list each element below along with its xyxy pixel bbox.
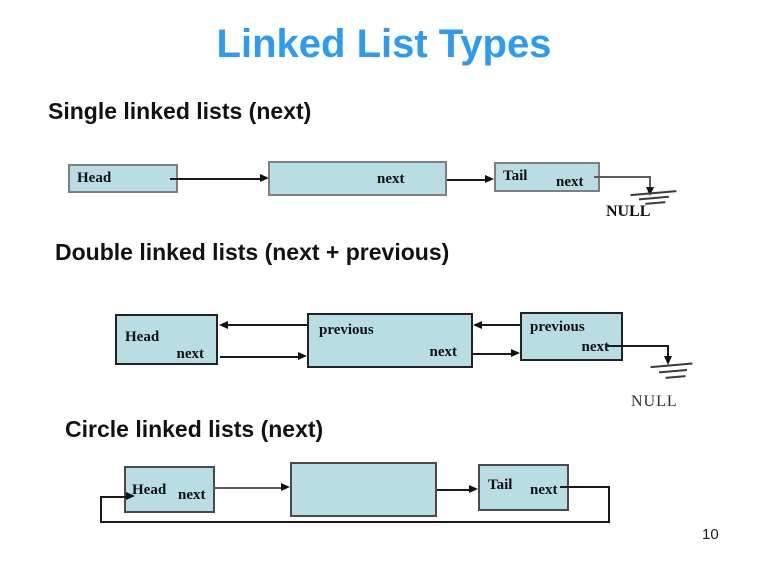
page-number: 10 bbox=[702, 526, 719, 543]
single-node-next-label: next bbox=[377, 171, 405, 187]
single-arrow2-line bbox=[447, 179, 487, 181]
double-tail-next-label: next bbox=[581, 339, 610, 355]
single-middle-node: next bbox=[268, 161, 447, 196]
circle-arrow1-line bbox=[213, 487, 283, 489]
circle-tail-node: Tail next bbox=[478, 464, 569, 511]
double-prev-arrow2-line bbox=[481, 324, 520, 326]
single-arrow1-line bbox=[170, 178, 263, 180]
double-next-arrow1-head-icon bbox=[298, 352, 307, 360]
single-arrow1-head-icon bbox=[260, 174, 269, 182]
double-node-next-label: next bbox=[429, 344, 458, 360]
single-null-line-h bbox=[594, 176, 651, 178]
heading-double-linked-lists: Double linked lists (next + previous) bbox=[55, 239, 450, 265]
circle-head-next-label: next bbox=[178, 487, 206, 503]
double-node-previous-label: previous bbox=[319, 322, 374, 338]
heading-single-linked-lists: Single linked lists (next) bbox=[48, 98, 312, 124]
circle-tail-label: Tail bbox=[488, 477, 513, 493]
double-head-label: Head bbox=[125, 329, 160, 345]
circle-loop-line-top-left bbox=[100, 496, 128, 498]
page-title: Linked List Types bbox=[216, 22, 552, 66]
double-null-line-h bbox=[607, 345, 669, 347]
double-prev-arrow1-head-icon bbox=[219, 321, 228, 329]
circle-loop-line-left bbox=[100, 497, 102, 523]
circle-loop-line-top-right bbox=[560, 486, 610, 488]
single-tail-label: Tail bbox=[503, 168, 528, 184]
double-ground-icon bbox=[650, 362, 699, 380]
double-head-node: Head next bbox=[115, 314, 218, 365]
double-null-line-v bbox=[667, 345, 669, 358]
single-head-node: Head bbox=[68, 164, 178, 193]
single-tail-next-label: next bbox=[556, 174, 584, 190]
heading-circle-linked-lists: Circle linked lists (next) bbox=[65, 416, 324, 442]
double-prev-arrow2-head-icon bbox=[473, 321, 482, 329]
single-arrow2-head-icon bbox=[485, 175, 494, 183]
circle-middle-node bbox=[290, 462, 437, 517]
double-next-arrow2-line bbox=[473, 353, 513, 355]
double-next-arrow1-line bbox=[220, 356, 300, 358]
single-head-label: Head bbox=[77, 170, 112, 186]
double-tail-node: previous next bbox=[520, 312, 623, 361]
circle-arrow2-head-icon bbox=[469, 485, 478, 493]
circle-loop-line-right bbox=[608, 486, 610, 523]
single-null-label: NULL bbox=[606, 203, 651, 220]
double-null-label: NULL bbox=[631, 393, 678, 410]
circle-tail-next-label: next bbox=[530, 482, 558, 498]
double-null-arrow-icon bbox=[664, 356, 672, 365]
double-middle-node: previous next bbox=[307, 313, 473, 368]
single-null-line-v bbox=[649, 176, 651, 188]
circle-arrow2-line bbox=[437, 489, 471, 491]
double-head-next-label: next bbox=[176, 346, 205, 362]
double-prev-arrow1-line bbox=[227, 324, 307, 326]
double-next-arrow2-head-icon bbox=[511, 349, 520, 357]
circle-arrow1-head-icon bbox=[281, 483, 290, 491]
circle-loop-arrow-head-icon bbox=[126, 492, 135, 500]
double-tail-previous-label: previous bbox=[530, 319, 585, 335]
circle-head-label: Head bbox=[132, 482, 167, 498]
circle-loop-line-bottom bbox=[100, 521, 610, 523]
circle-head-node: Head next bbox=[124, 466, 215, 513]
single-tail-node: Tail next bbox=[494, 162, 600, 192]
